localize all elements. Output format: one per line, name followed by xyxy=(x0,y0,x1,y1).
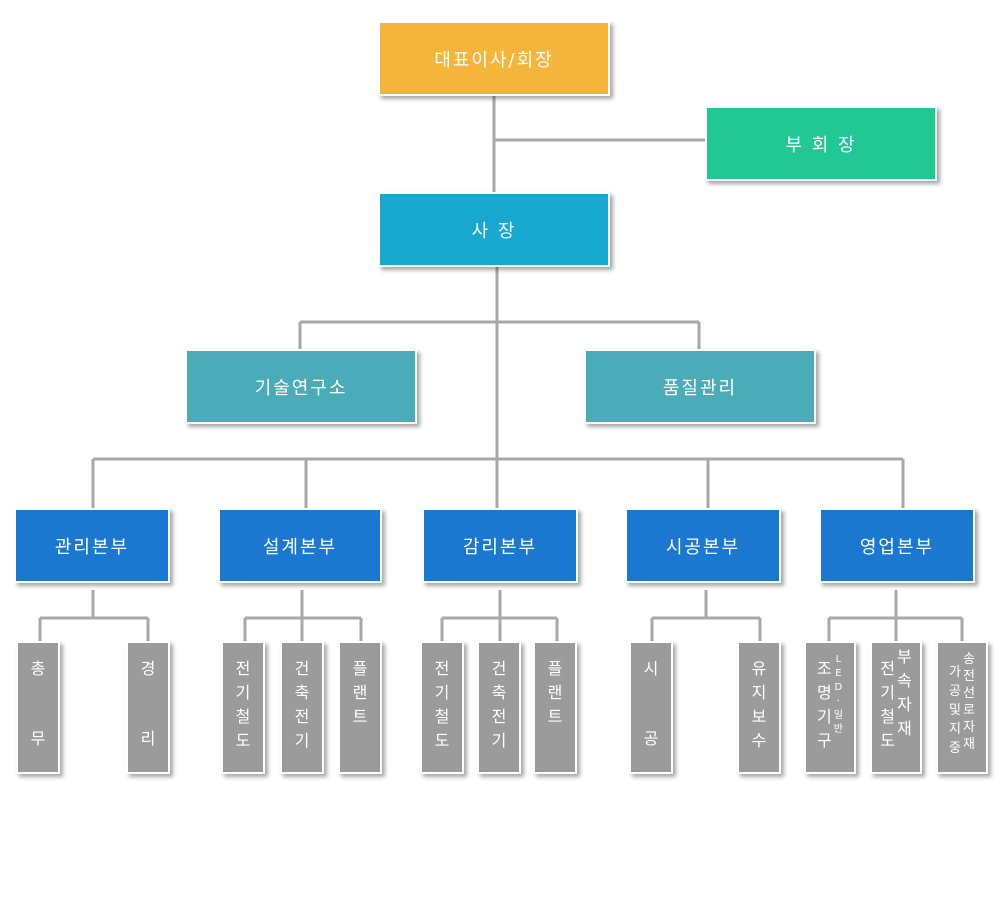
team-supervision-rail: 전 기 철 도 xyxy=(420,641,464,774)
team-design-building-label: 건 축 전 기 xyxy=(294,659,310,750)
team-accounting: 경 리 xyxy=(126,641,170,774)
team-rail-parts: 전 기 철 도 부 속 자 재 xyxy=(870,641,922,774)
team-supervision-rail-label: 전 기 철 도 xyxy=(434,659,450,750)
division-sales-label: 영업본부 xyxy=(859,536,935,558)
division-supervision-box: 감리본부 xyxy=(422,508,578,583)
quality-control-label: 품질관리 xyxy=(662,377,738,399)
team-design-plant: 플 랜 트 xyxy=(338,641,382,774)
quality-control-box: 품질관리 xyxy=(584,349,816,424)
division-design-box: 설계본부 xyxy=(218,508,382,583)
research-lab-box: 기술연구소 xyxy=(185,349,417,424)
president-box: 사 장 xyxy=(378,192,610,267)
team-maintenance-label: 유 지 보 수 xyxy=(751,659,767,750)
team-supervision-plant: 플 랜 트 xyxy=(533,641,577,774)
team-lighting-main-label: 조 명 기 구 xyxy=(817,659,832,750)
team-general-affairs: 총 무 xyxy=(16,641,60,774)
team-transmission-sub-label: 송 전 선 로 자 재 xyxy=(963,652,975,752)
team-transmission-materials: 가 공 및 지 중 송 전 선 로 자 재 xyxy=(936,641,988,774)
ceo-box: 대표이사/회장 xyxy=(378,21,610,96)
team-rail-parts-sub-label: 부 속 자 재 xyxy=(897,647,912,738)
team-accounting-label: 경 리 xyxy=(140,659,156,748)
team-design-rail: 전 기 철 도 xyxy=(221,641,265,774)
team-supervision-building-label: 건 축 전 기 xyxy=(491,659,507,750)
team-supervision-building: 건 축 전 기 xyxy=(477,641,521,774)
team-construction-works-label: 시 공 xyxy=(643,659,659,748)
ceo-label: 대표이사/회장 xyxy=(434,49,554,71)
research-lab-label: 기술연구소 xyxy=(254,377,348,399)
division-admin-box: 관리본부 xyxy=(14,508,170,583)
vice-chairman-label: 부 회 장 xyxy=(785,134,857,156)
team-rail-parts-main-label: 전 기 철 도 xyxy=(880,659,895,750)
division-design-label: 설계본부 xyxy=(262,536,338,558)
division-supervision-label: 감리본부 xyxy=(462,536,538,558)
team-maintenance: 유 지 보 수 xyxy=(737,641,781,774)
team-lighting: 조 명 기 구 L E D · 일 반 xyxy=(804,641,856,774)
division-construction-label: 시공본부 xyxy=(665,536,741,558)
team-lighting-sub-label: L E D · 일 반 xyxy=(833,654,843,735)
division-construction-box: 시공본부 xyxy=(625,508,781,583)
team-general-affairs-label: 총 무 xyxy=(30,659,46,748)
team-transmission-main-label: 가 공 및 지 중 xyxy=(949,665,961,756)
team-design-building: 건 축 전 기 xyxy=(280,641,324,774)
team-construction-works: 시 공 xyxy=(629,641,673,774)
president-label: 사 장 xyxy=(471,220,517,242)
division-admin-label: 관리본부 xyxy=(54,536,130,558)
team-supervision-plant-label: 플 랜 트 xyxy=(547,659,563,726)
vice-chairman-box: 부 회 장 xyxy=(705,106,937,181)
team-design-rail-label: 전 기 철 도 xyxy=(235,659,251,750)
division-sales-box: 영업본부 xyxy=(819,508,975,583)
team-design-plant-label: 플 랜 트 xyxy=(352,659,368,726)
